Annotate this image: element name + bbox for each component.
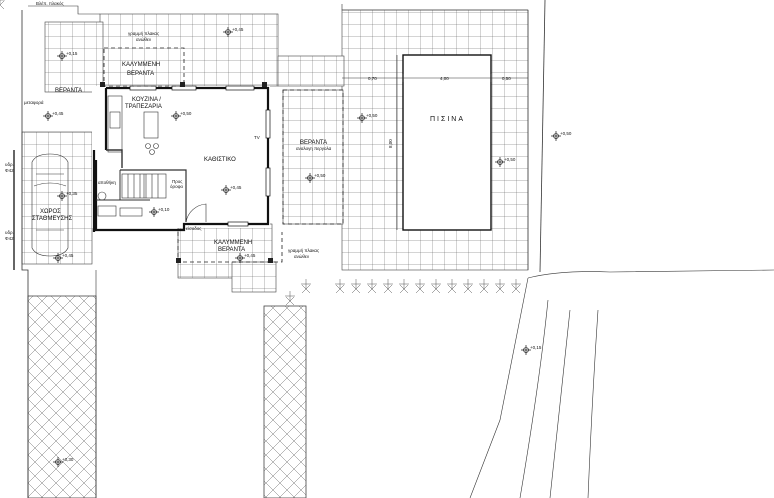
house-interior <box>92 86 270 228</box>
house-walls <box>92 86 270 232</box>
level-marker-10: +0,45 <box>53 253 74 263</box>
level-marker-9: +0,45 <box>235 253 256 263</box>
terrace-top-left-tiles <box>44 21 104 93</box>
svg-text:+0,45: +0,45 <box>232 27 244 32</box>
covered-veranda-bottom-2: ΒΕΡΑΝΤΑ <box>218 247 245 253</box>
stairs-up-2: όροφο <box>170 183 183 189</box>
pool-dimension-lines <box>342 55 528 230</box>
svg-text:+0,35: +0,35 <box>66 191 78 196</box>
svg-text:+0,30: +0,30 <box>62 457 74 462</box>
pergola-veranda-tiles <box>282 89 344 225</box>
veranda-right-sub: αναλογη περγολα <box>296 146 332 151</box>
level-marker-8: +0,50 <box>495 157 516 167</box>
garden-left-label: μεταφορά <box>24 99 44 105</box>
tv-label: TV <box>254 135 260 140</box>
dim-pool-right: 0,50 <box>502 76 511 81</box>
covered-veranda-top-line2: ΒΕΡΑΝΤΑ <box>127 71 154 77</box>
columns <box>100 82 273 263</box>
dim-pool-width: 4,00 <box>440 76 449 81</box>
ydr-top-2: Φ42 <box>5 168 14 173</box>
covered-veranda-top-line1: ΚΑΛΥΜΜΕΝΗ <box>122 62 160 68</box>
parking-label-1: ΧΩΡΟΣ <box>40 209 61 215</box>
ydr-top-1: υδρ. <box>5 162 14 167</box>
kitchen-label-2: ΤΡΑΠΕΖΑΡΙΑ <box>125 104 162 110</box>
grammi-plakas-top-1: γραμμή πλακας <box>128 30 160 36</box>
svg-text:+0,45: +0,45 <box>230 185 242 190</box>
parking-tiles <box>21 131 93 265</box>
level-marker-4: +0,50 <box>357 113 378 123</box>
level-marker-6: +0,50 <box>305 173 326 183</box>
level-marker-1: +0,45 <box>223 27 244 37</box>
grammi-plakas-bottom-2: ανώθεν <box>294 253 310 259</box>
svg-text:+0,50: +0,50 <box>314 173 326 178</box>
staircase <box>121 173 167 199</box>
level-marker-12: +0,15 <box>521 345 542 355</box>
windows <box>129 85 271 227</box>
closet-label: αποθήκη <box>98 179 116 185</box>
svg-text:+0,45: +0,45 <box>244 253 256 258</box>
walkway-center <box>263 305 307 498</box>
covered-veranda-bottom-1: ΚΑΛΥΜΜΕΝΗ <box>214 240 252 246</box>
svg-text:+0,10: +0,10 <box>158 207 170 212</box>
top-boundary <box>28 5 100 15</box>
svg-text:+0,15: +0,15 <box>66 51 78 56</box>
pool-label: ΠΙΣΙΝΑ <box>430 116 465 123</box>
kitchen-label-1: ΚΟΥΖΙΝΑ / <box>132 97 161 103</box>
parking-label-2: ΣΤΑΘΜΕΥΣΗΣ <box>32 216 73 222</box>
walkway-left <box>27 295 97 498</box>
car <box>31 153 69 257</box>
svg-text:+0,15: +0,15 <box>530 345 542 350</box>
level-marker-11: +0,30 <box>53 457 74 467</box>
dim-pool-length: 8,00 <box>388 139 393 148</box>
pool-deck-connector <box>277 55 345 87</box>
svg-text:+0,50: +0,50 <box>560 131 572 136</box>
grammi-plakas-top-2: ανώθεν <box>136 36 152 42</box>
ydr-bottom-2: Φ42 <box>5 236 14 241</box>
level-marker-2: +0,15 <box>57 51 78 61</box>
bathroom-fixtures <box>97 191 143 217</box>
ydr-bottom-1: υδρ. <box>5 230 14 235</box>
level-marker-5: +0,45 <box>221 185 242 195</box>
svg-text:+0,50: +0,50 <box>366 113 378 118</box>
step-area <box>231 261 277 293</box>
svg-text:+0,45: +0,45 <box>62 253 74 258</box>
pergola-outline <box>282 89 344 225</box>
svg-text:+0,45: +0,45 <box>52 111 64 116</box>
level-marker-3: +0,45 <box>43 111 64 121</box>
level-marker-15: +0,10 <box>149 207 170 217</box>
kitchen-counter <box>107 95 159 155</box>
grammi-plakas-bottom-1: γραμμή πλακας <box>288 247 320 253</box>
level-marker-13: +0,50 <box>551 131 572 141</box>
covered-veranda-bottom-outline <box>177 232 283 263</box>
svg-text:+0,50: +0,50 <box>504 157 516 162</box>
entrance-door <box>185 203 207 223</box>
terrace-top-tiles <box>99 13 279 87</box>
stairs-up-1: Προς <box>172 179 183 184</box>
top-cut-label: Βλέπ. πλακός <box>36 0 64 6</box>
level-marker-14: +0,50 <box>171 111 192 121</box>
entrance-label: είσοδος <box>186 226 202 231</box>
level-marker-7: +0,35 <box>57 191 78 201</box>
covered-veranda-top-outline <box>103 47 185 87</box>
pool <box>402 54 492 231</box>
veranda-right-label: ΒΕΡΑΝΤΑ <box>300 140 327 146</box>
living-room-label: ΚΑΘΙΣΤΙΚΟ <box>204 157 236 163</box>
svg-text:+0,50: +0,50 <box>180 111 192 116</box>
veranda-left-label: ΒΕΡΑΝΤΑ <box>55 88 82 94</box>
property-lines <box>13 0 774 498</box>
dim-pool-left: 0,70 <box>368 76 377 81</box>
